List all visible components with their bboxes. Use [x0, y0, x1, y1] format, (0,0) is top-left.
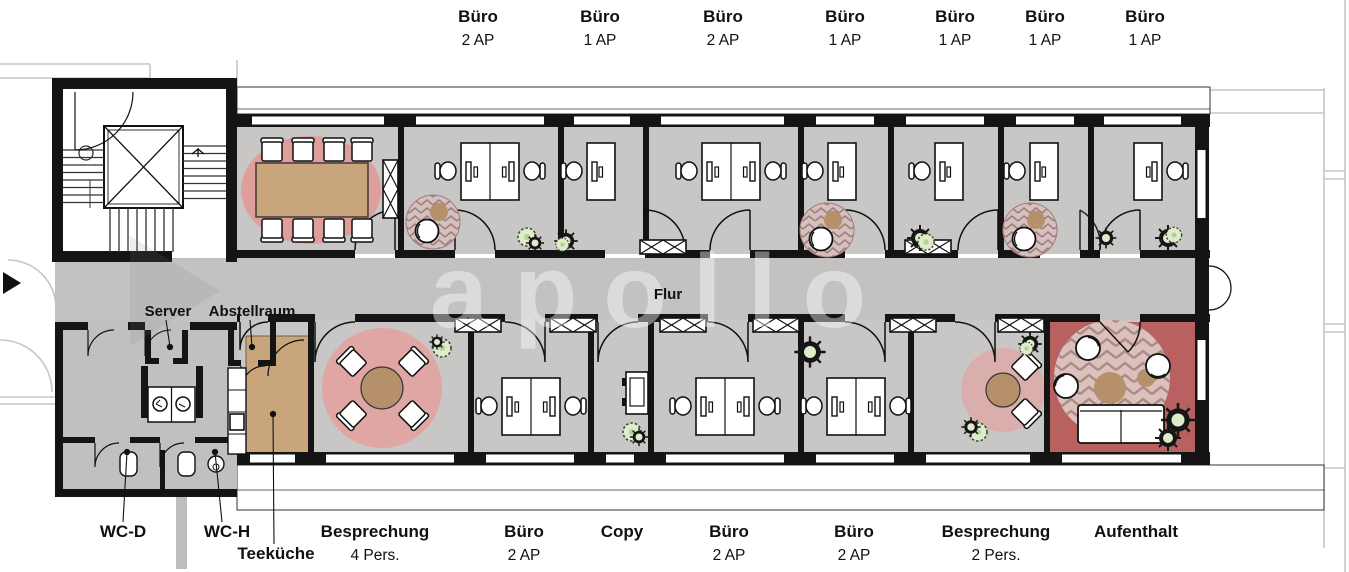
label-leader-lines — [122, 319, 277, 545]
room-capacity: 1 AP — [828, 32, 862, 49]
server-room-label: Server — [144, 303, 192, 320]
facade-bands — [236, 86, 1325, 511]
room-capacity: 2 AP — [837, 547, 871, 564]
room-capacity: 2 AP — [712, 547, 746, 564]
room-capacity: 1 AP — [1028, 32, 1062, 49]
staircase — [63, 91, 226, 252]
room-name: Büro — [825, 7, 865, 26]
furniture — [119, 137, 1197, 477]
room-capacity: 2 AP — [706, 32, 740, 49]
room-capacity: 1 AP — [583, 32, 617, 49]
copier — [622, 371, 652, 415]
room-label-top-2: Büro 1 AP — [580, 8, 620, 49]
sideboards — [382, 159, 1045, 333]
room-label-top-4: Büro 1 AP — [825, 8, 865, 49]
room-name: Aufenthalt — [1093, 522, 1179, 541]
room-label-bottom-buero-2: Büro 2 AP — [709, 523, 749, 564]
kitchen-counter — [227, 367, 247, 455]
room-label-top-3: Büro 2 AP — [703, 8, 743, 49]
storage-room-label: Abstellraum — [208, 303, 296, 320]
room-label-top-6: Büro 1 AP — [1025, 8, 1065, 49]
room-label-top-1: Büro 2 AP — [458, 8, 498, 49]
lounge-room-furniture — [1048, 330, 1171, 444]
room-capacity: 2 AP — [461, 32, 495, 49]
room-name: Büro — [703, 7, 743, 26]
room-name: Büro — [1125, 7, 1165, 26]
room-label-bottom-buero-3: Büro 2 AP — [834, 523, 874, 564]
entrance-arrow-icon — [3, 272, 21, 294]
wc-fixtures — [119, 386, 225, 477]
room-name: Büro — [1025, 7, 1065, 26]
room-capacity: 2 AP — [507, 547, 541, 564]
room-name: Büro — [458, 7, 498, 26]
room-name: Büro — [504, 522, 544, 541]
room-label-top-5: Büro 1 AP — [935, 8, 975, 49]
room-name: Teeküche — [237, 544, 315, 563]
room-label-copy: Copy — [601, 523, 644, 540]
room-name: Besprechung — [320, 522, 430, 541]
room-label-besprechung-4: Besprechung 4 Pers. — [321, 523, 430, 564]
room-label-wc-h: WC-H — [204, 523, 250, 540]
room-label-top-7: Büro 1 AP — [1125, 8, 1165, 49]
room-label-bottom-buero-1: Büro 2 AP — [504, 523, 544, 564]
room-label-wc-d: WC-D — [100, 523, 146, 540]
room-name: Büro — [935, 7, 975, 26]
doors — [87, 209, 1232, 468]
room-name: WC-H — [203, 522, 251, 541]
windows — [250, 116, 1206, 463]
room-name: Copy — [600, 522, 644, 541]
room-name: Büro — [580, 7, 620, 26]
room-capacity: 1 AP — [938, 32, 972, 49]
room-name: Besprechung — [941, 522, 1051, 541]
room-label-teekueche: Teeküche — [237, 545, 314, 562]
room-capacity: 1 AP — [1128, 32, 1162, 49]
room-label-aufenthalt: Aufenthalt — [1094, 523, 1178, 540]
room-capacity: 4 Pers. — [350, 547, 400, 564]
corridor-label: Flur — [653, 286, 683, 303]
room-label-besprechung-2: Besprechung 2 Pers. — [942, 523, 1051, 564]
room-name: Büro — [834, 522, 874, 541]
room-name: Büro — [709, 522, 749, 541]
room-capacity: 2 Pers. — [971, 547, 1021, 564]
room-name: WC-D — [99, 522, 147, 541]
